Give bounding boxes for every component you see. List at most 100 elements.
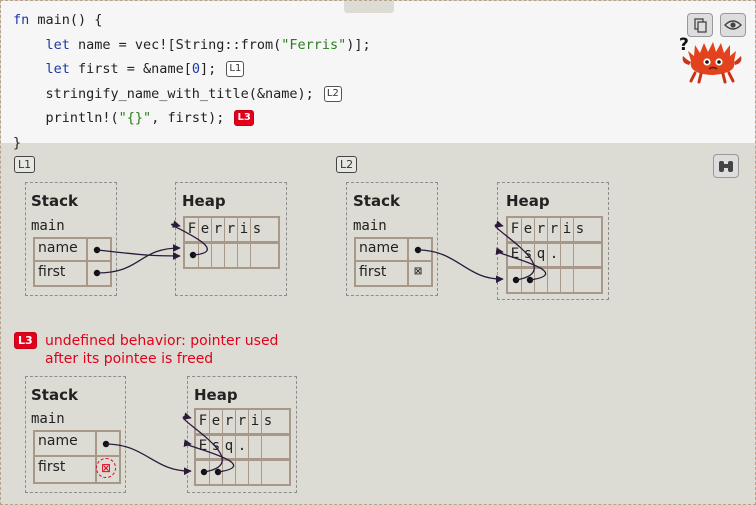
- heap-cell-divider: [237, 218, 238, 242]
- null-pointer-icon: ⊠: [414, 264, 422, 279]
- heap-cell-divider: [560, 243, 561, 267]
- vec-to-first-string-arrow: [182, 412, 223, 473]
- step-marker-l3[interactable]: L3: [234, 110, 254, 126]
- heap-cell-divider: [222, 410, 223, 434]
- heap-cell-divider: [209, 410, 210, 434]
- heap-cell-divider: [250, 243, 251, 267]
- stack-frame-box: [354, 237, 433, 287]
- stack-row-divider: [33, 260, 112, 262]
- heap-region: [175, 182, 287, 296]
- reveal-button[interactable]: [720, 13, 746, 37]
- heap-char: q: [224, 438, 234, 454]
- vec-to-first-string-arrow: [494, 220, 535, 281]
- code-line: stringify_name_with_title(&name); L2: [13, 84, 342, 104]
- step-label-l2: L2: [336, 156, 358, 173]
- heap-cell-divider: [521, 268, 522, 292]
- heap-cell-divider: [573, 218, 574, 242]
- stack-region: [346, 182, 438, 296]
- heap-cell-divider: [547, 218, 548, 242]
- stack-frame-box: [33, 237, 112, 287]
- heap-title: Heap: [194, 386, 238, 404]
- heap-cell-divider: [534, 218, 535, 242]
- code-token: stringify_name_with_title(&name);: [13, 85, 314, 102]
- vec-to-second-string-arrow: [183, 439, 235, 473]
- stack-column-divider: [95, 430, 97, 482]
- heap-cell-divider: [547, 268, 548, 292]
- heap-char: E: [198, 438, 208, 454]
- heap-cell-divider: [209, 435, 210, 459]
- heap-allocation-row: [194, 458, 291, 486]
- ferris-mascot: ?: [677, 35, 747, 85]
- code-line: println!("{}", first); L3: [13, 108, 254, 128]
- invalid-pointer-icon: ⊠: [96, 458, 116, 478]
- heap-cell-divider: [222, 460, 223, 484]
- heap-char: r: [213, 221, 223, 237]
- code-token: let: [45, 61, 70, 77]
- code-token: name = vec![String::from(: [69, 36, 282, 53]
- code-line: }: [13, 133, 21, 153]
- copy-icon: [694, 18, 707, 33]
- copy-button[interactable]: [687, 13, 713, 37]
- code-token: )];: [346, 36, 371, 53]
- eye-icon: [724, 20, 742, 30]
- heap-cell-divider: [198, 243, 199, 267]
- stack-frame-name: main: [31, 218, 65, 234]
- interpret-button[interactable]: [713, 154, 739, 178]
- heap-cell-divider: [261, 460, 262, 484]
- heap-cell-divider: [261, 410, 262, 434]
- code-line: let name = vec![String::from("Ferris")];: [13, 35, 371, 55]
- stack-column-divider: [86, 237, 88, 285]
- heap-cell-divider: [573, 243, 574, 267]
- code-token: "Ferris": [281, 36, 347, 53]
- name-to-heap-arrow: [105, 443, 192, 476]
- heap-char: q: [536, 246, 546, 262]
- code-line: let first = &name[0]; L1: [13, 59, 245, 79]
- stack-var-first: first: [359, 264, 387, 280]
- stack-frame-name: main: [31, 411, 65, 427]
- heap-cell-divider: [248, 410, 249, 434]
- code-token: 0: [191, 61, 200, 77]
- stack-var-name: name: [38, 433, 78, 449]
- code-token: , first);: [151, 110, 225, 126]
- code-token: ];: [199, 61, 217, 77]
- heap-char: s: [263, 413, 273, 429]
- heap-char: s: [211, 438, 221, 454]
- code-token: }: [13, 134, 22, 151]
- heap-title: Heap: [182, 192, 226, 210]
- stack-title: Stack: [353, 192, 400, 210]
- error-message-line: undefined behavior: pointer used: [45, 333, 279, 349]
- error-message-line: after its pointee is freed: [45, 351, 214, 367]
- heap-cell-divider: [248, 435, 249, 459]
- first-to-heap-arrow: [96, 244, 181, 274]
- stack-var-first: first: [38, 264, 66, 280]
- code-token: fn: [13, 12, 38, 28]
- heap-cell-divider: [209, 460, 210, 484]
- code-token: first = &name[: [69, 61, 192, 77]
- heap-cell-divider: [534, 243, 535, 267]
- step-label-l3: L3: [14, 332, 37, 349]
- question-mark: ?: [679, 35, 689, 55]
- stack-region: [25, 182, 117, 296]
- heap-char: F: [187, 221, 197, 237]
- step-marker-l1[interactable]: L1: [226, 61, 245, 77]
- crab-icon: [682, 42, 742, 84]
- stack-region: [25, 376, 126, 493]
- heap-cell-divider: [250, 218, 251, 242]
- heap-region: [187, 376, 297, 493]
- heap-char: r: [226, 221, 236, 237]
- stack-frame-name: main: [353, 218, 387, 234]
- code-token: main() {: [37, 12, 103, 28]
- heap-allocation-row: [183, 216, 280, 244]
- heap-cell-divider: [521, 243, 522, 267]
- heap-cell-divider: [211, 243, 212, 267]
- panel-tab[interactable]: [344, 1, 394, 13]
- heap-cell-divider: [235, 435, 236, 459]
- heap-char: e: [523, 221, 533, 237]
- vec-to-second-string-arrow: [495, 247, 547, 281]
- heap-char: r: [549, 221, 559, 237]
- step-marker-l2[interactable]: L2: [323, 85, 342, 102]
- heap-char: i: [239, 221, 249, 237]
- heap-char: .: [549, 246, 559, 262]
